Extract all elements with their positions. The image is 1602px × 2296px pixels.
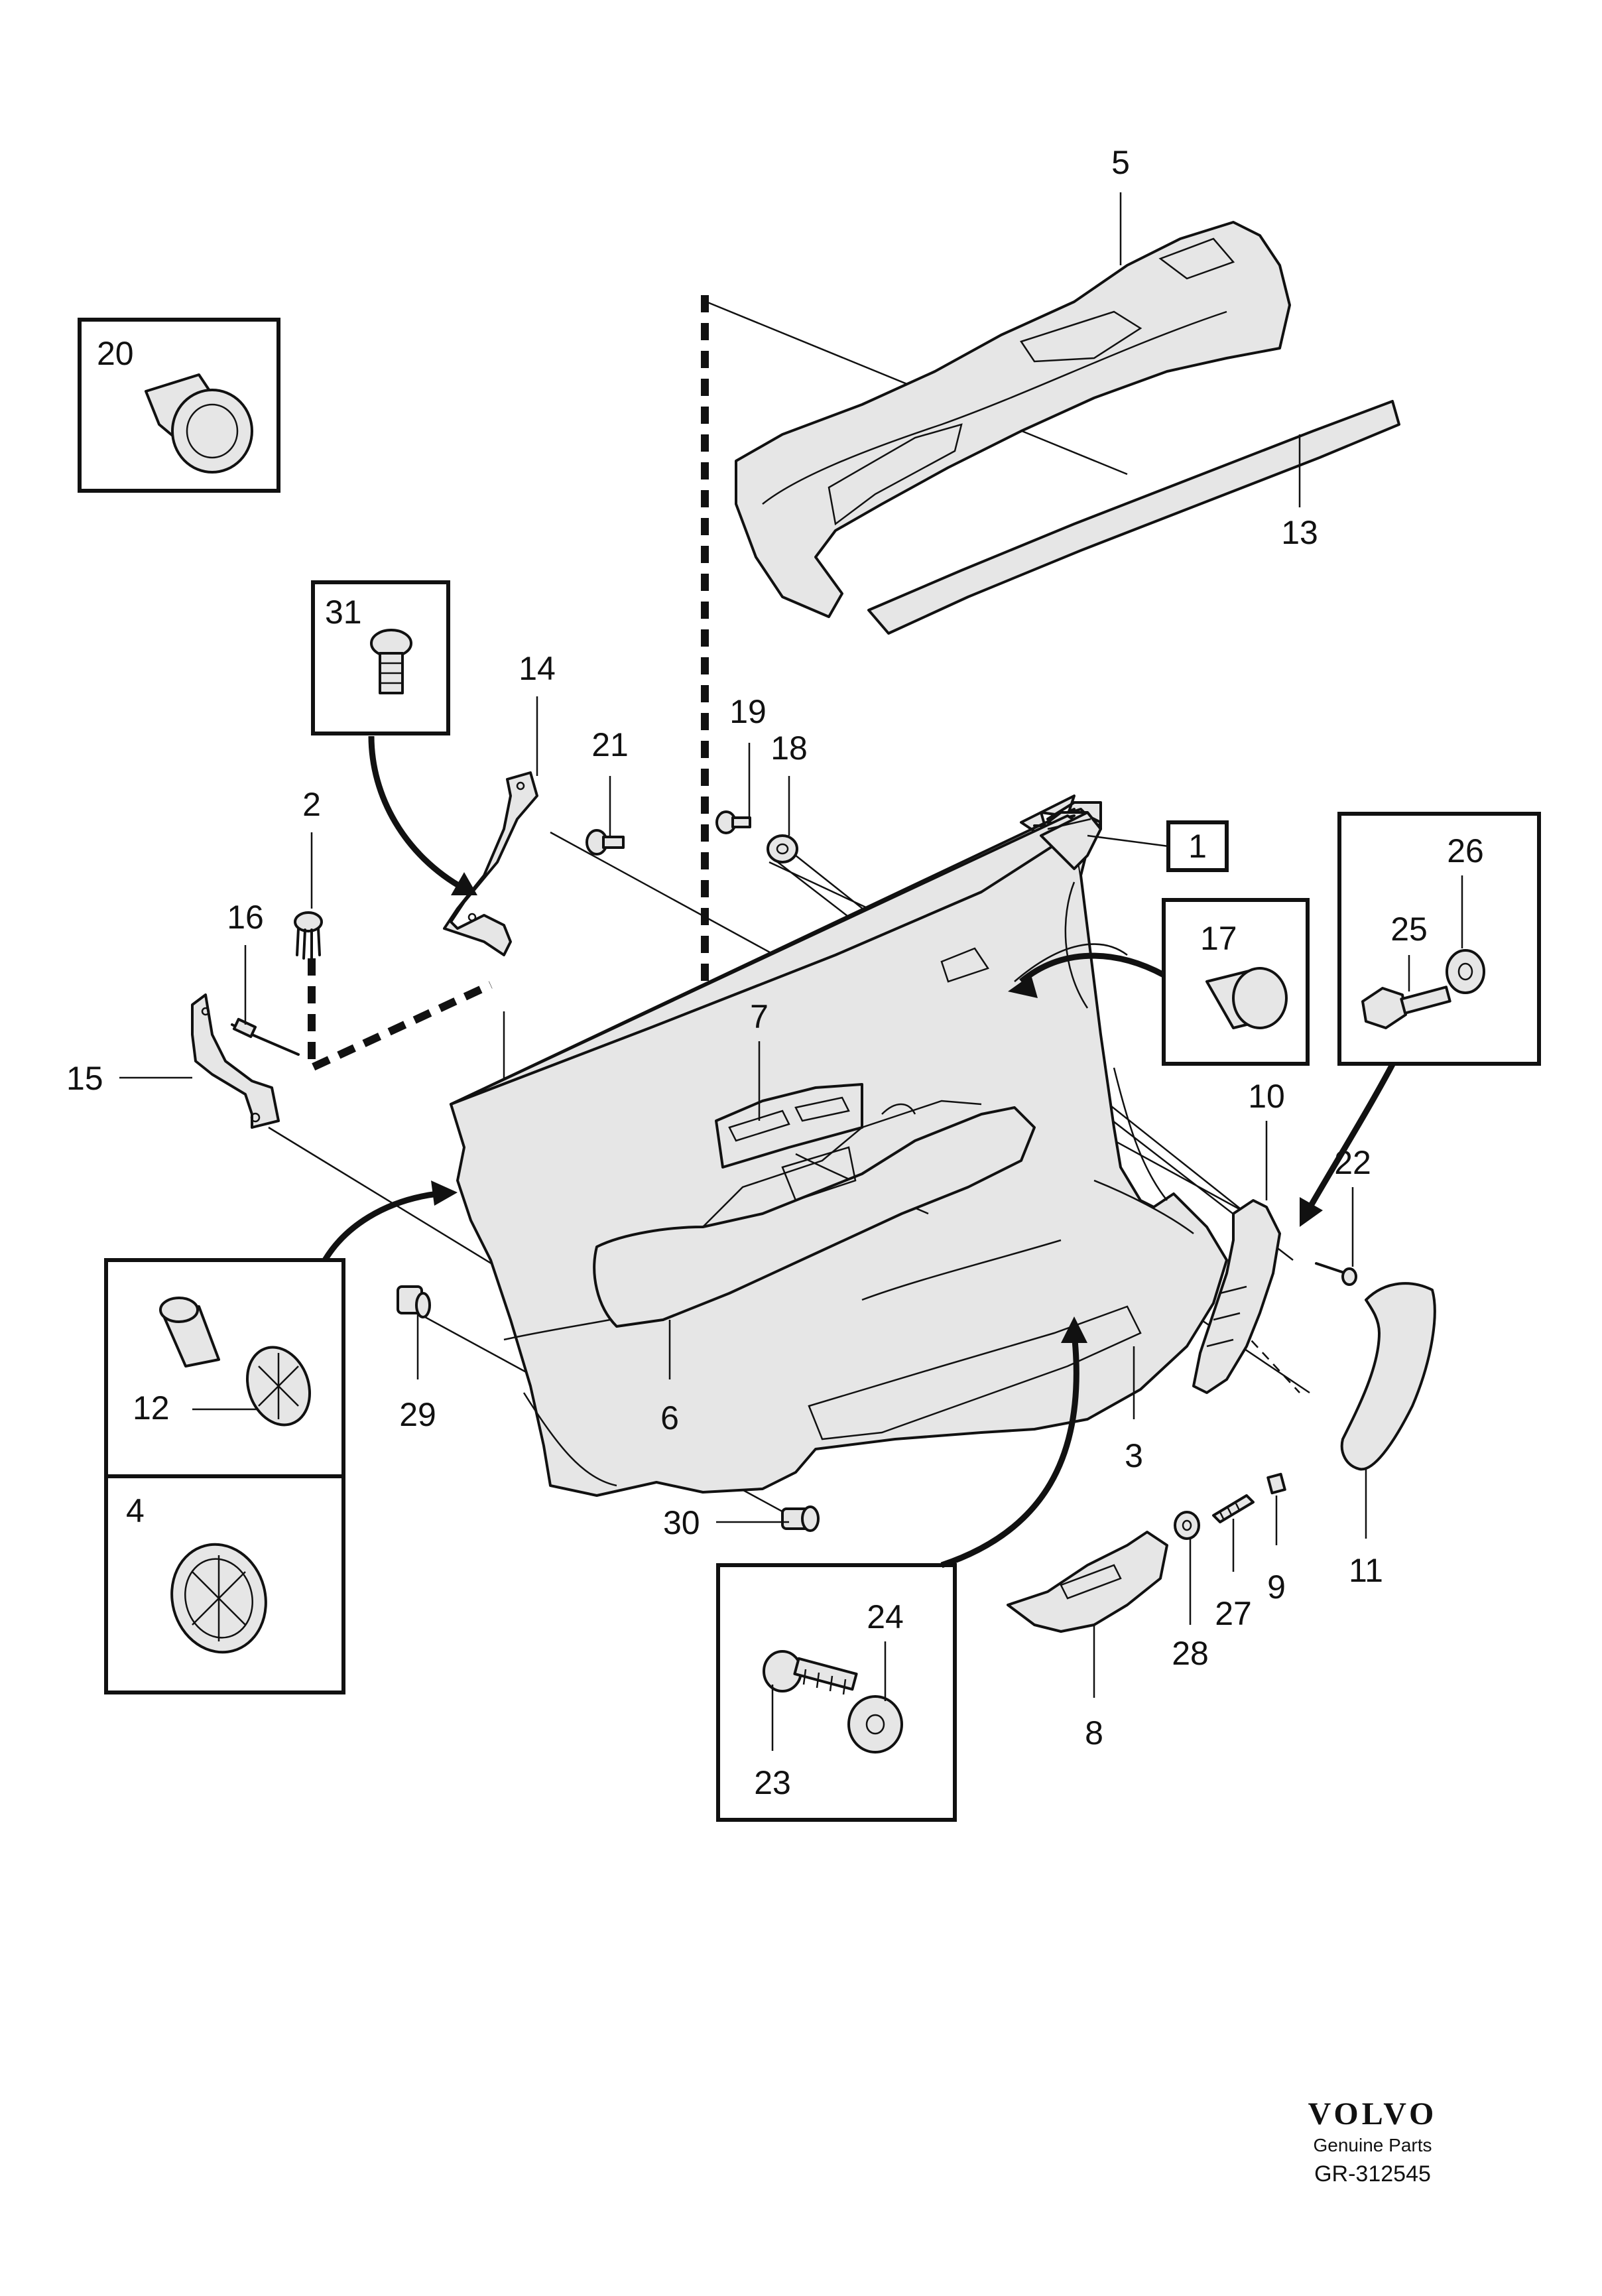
label-25: 25 xyxy=(1390,911,1428,948)
label-30: 30 xyxy=(663,1504,700,1541)
dashed-guide-clip xyxy=(308,958,493,1074)
label-9: 9 xyxy=(1267,1568,1286,1606)
part-2-clip xyxy=(294,911,323,960)
label-27: 27 xyxy=(1215,1595,1252,1632)
label-17: 17 xyxy=(1200,920,1237,957)
part-10-handle-bracket xyxy=(1192,1199,1281,1394)
label-18: 18 xyxy=(770,730,808,767)
label-23: 23 xyxy=(754,1764,791,1801)
box-20 xyxy=(78,318,280,493)
part-9-cap xyxy=(1266,1472,1286,1495)
part-7-window-switch xyxy=(715,1083,863,1202)
part-30-bushing xyxy=(781,1505,820,1532)
label-6: 6 xyxy=(660,1399,679,1436)
part-29-bushing xyxy=(397,1285,431,1318)
label-16: 16 xyxy=(227,899,264,936)
label-24: 24 xyxy=(867,1598,904,1635)
part-22-screw xyxy=(1315,1262,1357,1286)
label-1: 1 xyxy=(1188,828,1207,865)
volvo-logo: VOLVO xyxy=(1308,2096,1438,2132)
label-28: 28 xyxy=(1172,1635,1209,1672)
label-12: 12 xyxy=(133,1389,170,1427)
label-19: 19 xyxy=(729,693,767,730)
box-25-26 xyxy=(1337,812,1541,1066)
box-1 xyxy=(1087,820,1229,872)
arrow-31-to-14 xyxy=(368,735,477,895)
part-15-lower-bracket xyxy=(191,993,280,1129)
diagram-code: GR-312545 xyxy=(1314,2161,1431,2187)
label-11: 11 xyxy=(1349,1552,1383,1589)
label-22: 22 xyxy=(1334,1144,1371,1181)
part-13-trim-strip xyxy=(867,400,1400,635)
part-3-door-panel xyxy=(450,795,1228,1497)
label-3: 3 xyxy=(1125,1437,1143,1474)
part-28-washer xyxy=(1174,1511,1200,1540)
box-17 xyxy=(1162,898,1310,1066)
label-31: 31 xyxy=(325,594,362,631)
label-20: 20 xyxy=(97,335,134,372)
label-7: 7 xyxy=(750,998,769,1035)
part-16-pin xyxy=(231,1017,300,1056)
label-leaders xyxy=(119,192,1463,1751)
part-27-screw xyxy=(1212,1494,1255,1523)
part-18-washer xyxy=(767,834,798,863)
arrow-17-to-panel xyxy=(1008,952,1166,998)
label-10: 10 xyxy=(1248,1078,1285,1115)
label-8: 8 xyxy=(1085,1714,1103,1752)
label-14: 14 xyxy=(519,650,556,687)
part-8-lower-handle xyxy=(1007,1531,1168,1633)
box-31 xyxy=(311,580,450,735)
box-23-24 xyxy=(716,1563,957,1822)
arrow-23-to-panel xyxy=(940,1316,1087,1568)
brand-subtitle: Genuine Parts xyxy=(1313,2135,1432,2155)
arrow-25-to-10 xyxy=(1300,1062,1395,1227)
part-11-handle-cover xyxy=(1340,1282,1436,1471)
part-5-upper-trim xyxy=(735,221,1291,618)
label-29: 29 xyxy=(399,1396,436,1433)
label-2: 2 xyxy=(302,786,321,823)
label-4: 4 xyxy=(126,1492,145,1529)
label-5: 5 xyxy=(1111,144,1130,181)
part-19-screw xyxy=(715,810,751,834)
label-21: 21 xyxy=(591,726,629,763)
part-14-bracket xyxy=(443,771,538,956)
label-26: 26 xyxy=(1447,832,1484,869)
part-21-screw xyxy=(585,829,625,856)
brand-block: VOLVO Genuine Parts GR-312545 xyxy=(1273,2096,1472,2187)
box-12 xyxy=(104,1258,345,1478)
box-4 xyxy=(104,1474,345,1694)
arrow-12-to-panel xyxy=(322,1180,458,1262)
label-15: 15 xyxy=(66,1060,103,1097)
label-13: 13 xyxy=(1281,514,1318,551)
